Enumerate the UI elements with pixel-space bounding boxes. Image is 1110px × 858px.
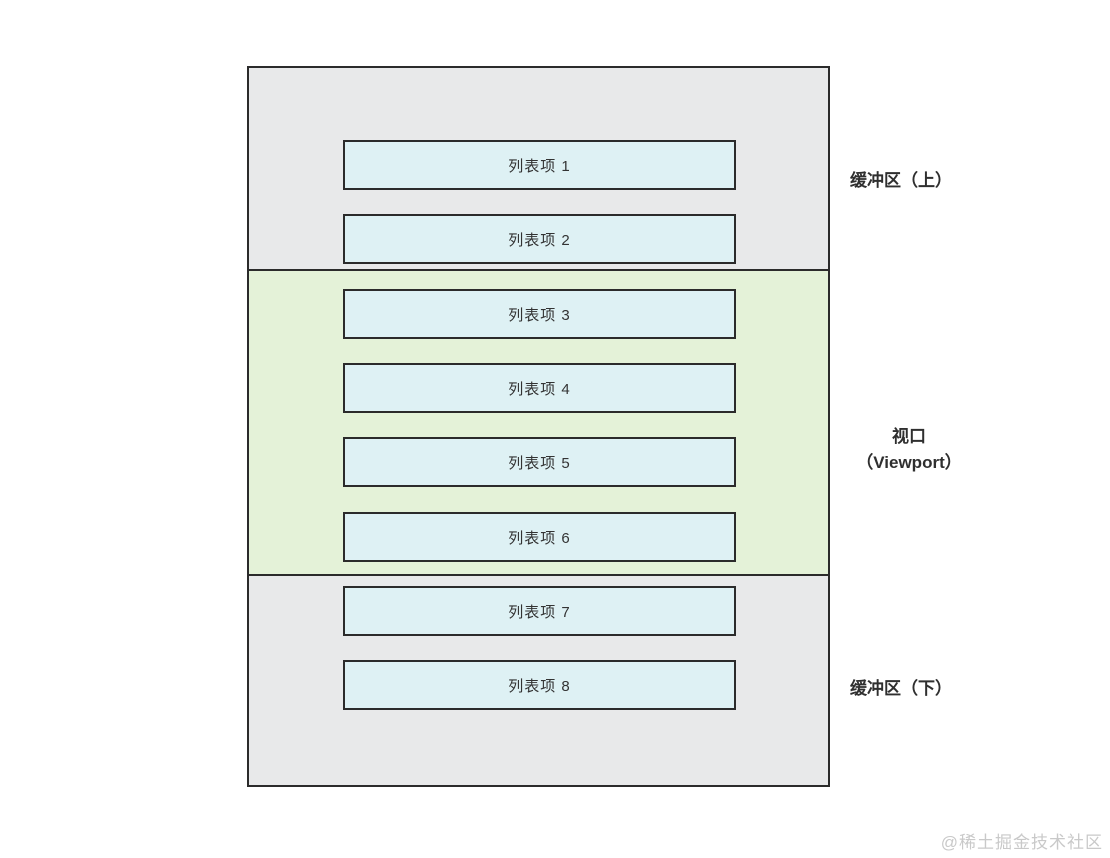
list-item-4: 列表项 4: [343, 363, 736, 413]
list-item-2: 列表项 2: [343, 214, 736, 264]
watermark: @稀土掘金技术社区: [940, 833, 1103, 852]
list-item-6: 列表项 6: [343, 512, 736, 562]
label-viewport-line1: 视口: [892, 427, 926, 446]
label-buffer-top: 缓冲区（上）: [850, 171, 952, 190]
list-item-8: 列表项 8: [343, 660, 736, 710]
list-item-7: 列表项 7: [343, 586, 736, 636]
list-item-1: 列表项 1: [343, 140, 736, 190]
label-viewport: 视口 （Viewport）: [829, 424, 989, 476]
list-item-5: 列表项 5: [343, 437, 736, 487]
list-item-3: 列表项 3: [343, 289, 736, 339]
label-buffer-bottom: 缓冲区（下）: [850, 679, 952, 698]
label-viewport-line2: （Viewport）: [856, 453, 962, 472]
